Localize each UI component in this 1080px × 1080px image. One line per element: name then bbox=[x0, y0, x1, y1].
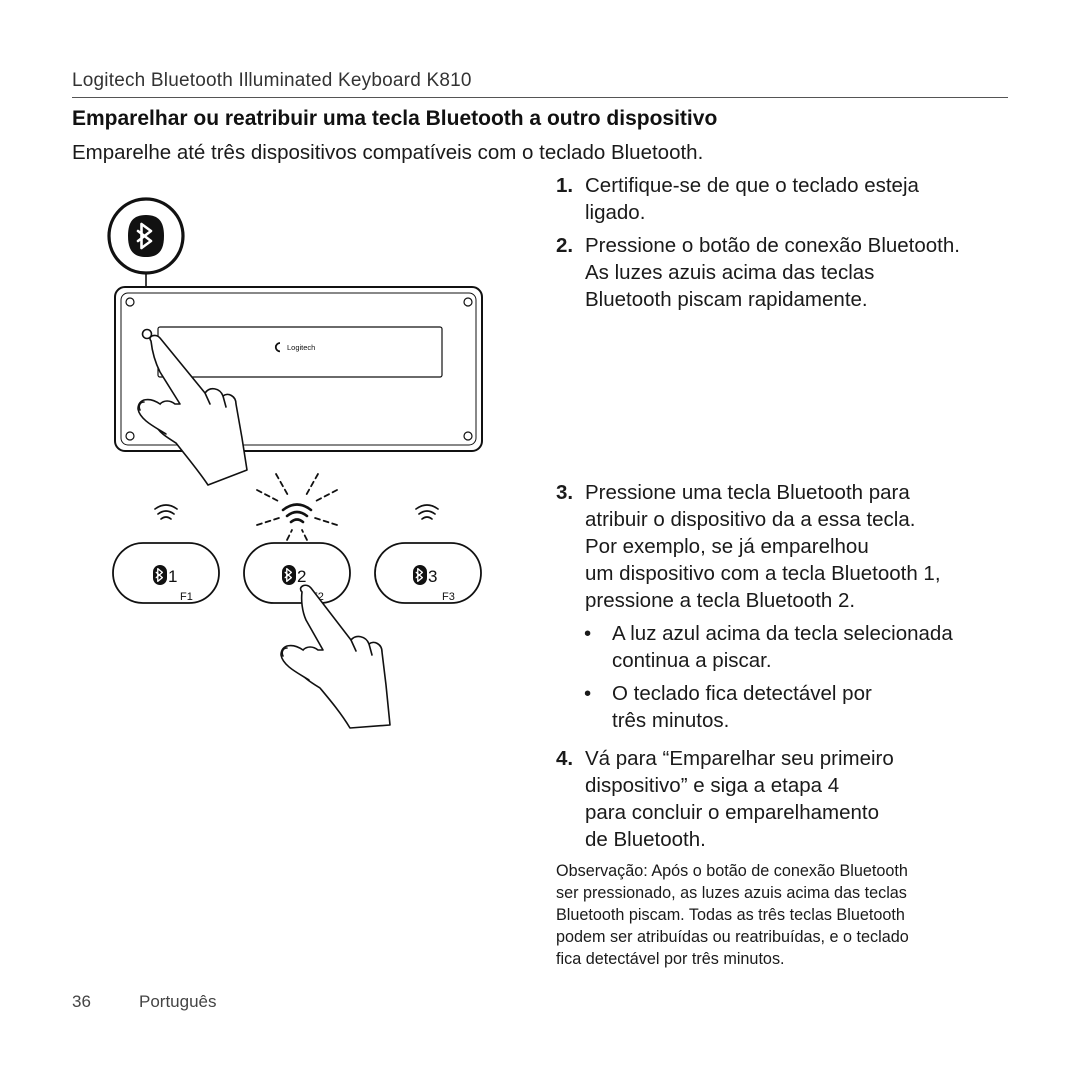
bullet-symbol: • bbox=[584, 622, 592, 645]
bullet-symbol: • bbox=[584, 682, 592, 705]
bullet-2: • O teclado fica detectável por três min… bbox=[584, 680, 872, 734]
step-line: pressione a tecla Bluetooth 2. bbox=[585, 589, 856, 612]
key-fn-label: F1 bbox=[180, 591, 193, 603]
step-line: Bluetooth piscam rapidamente. bbox=[585, 288, 868, 311]
step-line: ligado. bbox=[585, 201, 646, 224]
step-3: 3. Pressione uma tecla Bluetooth para at… bbox=[556, 479, 941, 614]
bullet-line: três minutos. bbox=[612, 709, 730, 732]
step-4: 4. Vá para “Emparelhar seu primeiro disp… bbox=[556, 745, 894, 853]
bullet-line: A luz azul acima da tecla selecionada bbox=[612, 622, 953, 645]
wifi-signal-icon bbox=[154, 504, 178, 520]
step-number: 2. bbox=[556, 234, 574, 257]
step-line: Por exemplo, se já emparelhou bbox=[585, 535, 869, 558]
step-line: Certifique-se de que o teclado esteja bbox=[585, 174, 919, 197]
key-number: 3 bbox=[428, 567, 437, 586]
page-number: 36 bbox=[72, 992, 91, 1011]
step-line: Pressione o botão de conexão Bluetooth. bbox=[585, 234, 960, 257]
bluetooth-key-1: 1 F1 bbox=[112, 542, 220, 604]
step-line: Pressione uma tecla Bluetooth para bbox=[585, 481, 910, 504]
bullet-line: continua a piscar. bbox=[612, 649, 772, 672]
step-1: 1. Certifique-se de que o teclado esteja… bbox=[556, 172, 919, 226]
step-line: dispositivo” e siga a etapa 4 bbox=[585, 774, 840, 797]
document-header-title: Logitech Bluetooth Illuminated Keyboard … bbox=[72, 70, 472, 91]
step-line: Vá para “Emparelhar seu primeiro bbox=[585, 747, 894, 770]
step-number: 3. bbox=[556, 481, 574, 504]
step-line: atribuir o dispositivo da a essa tecla. bbox=[585, 508, 916, 531]
bullet-line: O teclado fica detectável por bbox=[612, 682, 872, 705]
note-line: Observação: Após o botão de conexão Blue… bbox=[556, 862, 908, 880]
wifi-signal-icon-active bbox=[281, 503, 313, 524]
note: Observação: Após o botão de conexão Blue… bbox=[556, 860, 1006, 970]
step-line: para concluir o emparelhamento bbox=[585, 801, 879, 824]
section-title: Emparelhar ou reatribuir uma tecla Bluet… bbox=[72, 107, 718, 130]
key-fn-label: F3 bbox=[442, 591, 455, 603]
logitech-logo: Logitech bbox=[274, 342, 315, 353]
key-number: 1 bbox=[168, 567, 177, 586]
note-line: ser pressionado, as luzes azuis acima da… bbox=[556, 884, 907, 902]
note-line: Bluetooth piscam. Todas as três teclas B… bbox=[556, 906, 905, 924]
bluetooth-icon bbox=[413, 565, 427, 585]
hand-pointer-icon bbox=[137, 334, 248, 486]
note-line: fica detectável por três minutos. bbox=[556, 950, 785, 968]
bluetooth-key-3: 3 F3 bbox=[374, 542, 482, 604]
bluetooth-icon bbox=[128, 215, 164, 257]
bluetooth-icon bbox=[153, 565, 167, 585]
header-rule bbox=[72, 97, 1008, 98]
section-intro: Emparelhe até três dispositivos compatív… bbox=[72, 141, 704, 164]
bluetooth-key-2: 2 F2 bbox=[243, 542, 351, 604]
hand-pointer-icon bbox=[280, 584, 391, 729]
bullet-1: • A luz azul acima da tecla selecionada … bbox=[584, 620, 953, 674]
step-line: As luzes azuis acima das teclas bbox=[585, 261, 875, 284]
step-number: 4. bbox=[556, 747, 574, 770]
page-language: Português bbox=[139, 992, 217, 1011]
bluetooth-connect-callout bbox=[107, 197, 185, 331]
step-2: 2. Pressione o botão de conexão Bluetoot… bbox=[556, 232, 960, 313]
bluetooth-icon bbox=[282, 565, 296, 585]
logo-text: Logitech bbox=[287, 343, 315, 352]
step-line: de Bluetooth. bbox=[585, 828, 706, 851]
wifi-signal-icon bbox=[415, 504, 439, 520]
step-line: um dispositivo com a tecla Bluetooth 1, bbox=[585, 562, 941, 585]
step-number: 1. bbox=[556, 174, 574, 197]
key-number: 2 bbox=[297, 567, 306, 586]
note-line: podem ser atribuídas ou reatribuídas, e … bbox=[556, 928, 909, 946]
